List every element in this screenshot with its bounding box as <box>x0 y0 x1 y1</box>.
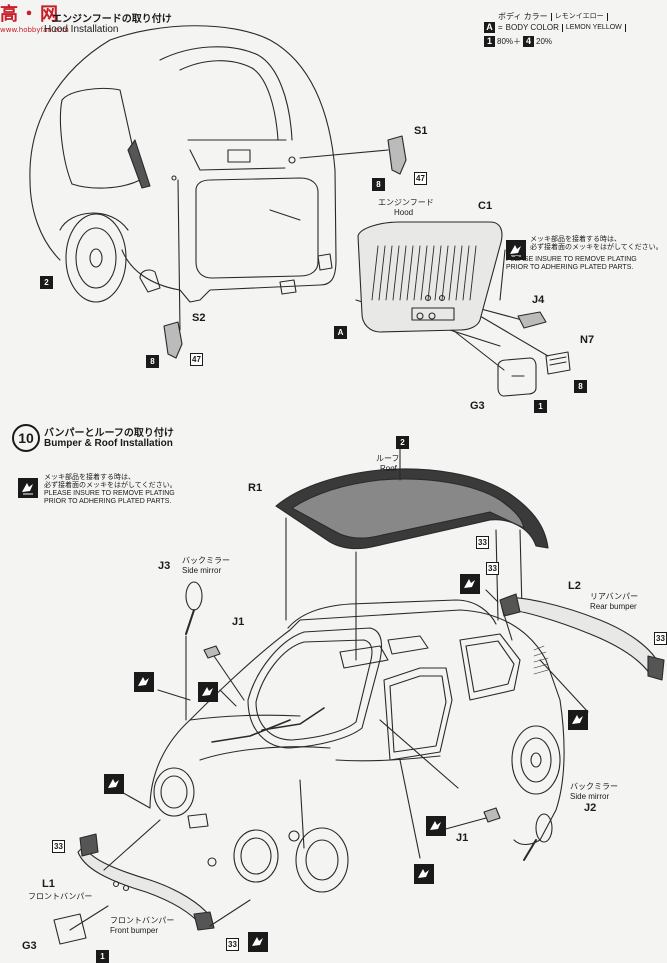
part-number-33e: 33 <box>226 938 239 951</box>
mirror-label-en-b: Side mirror <box>570 792 610 801</box>
hood-label-jp: エンジンフード <box>378 198 434 207</box>
rear-car-illustration <box>29 25 337 303</box>
section10-title-jp: バンパーとルーフの取り付け <box>44 428 174 439</box>
rear-bumper-en: Rear bumper <box>590 602 637 611</box>
section9-title-jp: エンジンフードの取り付け <box>52 14 172 25</box>
plating-warning-icon <box>198 682 218 702</box>
plating-warning-icon <box>414 864 434 884</box>
part-label-l1: L1 <box>42 878 55 890</box>
body-color-en: BODY COLOR <box>505 23 559 32</box>
plating-note-10: メッキ部品を接着する時は、 必ず接着面のメッキをはがしてください。 PLEASE… <box>44 474 204 506</box>
part-number-1: 1 <box>534 400 547 413</box>
plating-warning-icon <box>426 816 446 836</box>
part-label-s1: S1 <box>414 125 428 137</box>
plating-note-en1: PLEASE INSURE TO REMOVE PLATING <box>44 490 175 497</box>
mix-b-box: 4 <box>523 36 535 47</box>
front-bumper-en: Front bumper <box>110 926 159 935</box>
mix-a-box: 1 <box>484 36 495 47</box>
plating-warning-icon <box>460 574 480 594</box>
part-label-j1a: J1 <box>232 616 245 628</box>
part-label-j3: J3 <box>158 560 171 572</box>
plating-warning-icon <box>248 932 268 952</box>
part-label-c1: C1 <box>478 200 493 212</box>
part-label-g3: G3 <box>470 400 485 412</box>
step-number-10: 10 <box>12 424 40 452</box>
roof-label-en: Roof <box>380 464 397 473</box>
part-label-j4: J4 <box>532 294 545 306</box>
watermark-url: www.hobbyfan.com <box>0 26 69 34</box>
mix-a-text: 80%＋ <box>497 37 522 46</box>
plating-note-jp1: メッキ部品を接着する時は、 <box>530 236 621 243</box>
plating-note-9: メッキ部品を接着する時は、 必ず接着面のメッキをはがしてください。 <box>530 236 664 252</box>
part-number-2-roof: 2 <box>396 436 409 449</box>
plating-note-jp2: 必ず接着面のメッキをはがしてください。 <box>44 482 177 489</box>
part-label-n7: N7 <box>580 334 595 346</box>
part-number-8a: 8 <box>372 178 385 191</box>
watermark-text: 高・网 <box>0 4 60 25</box>
part-number-8c: 8 <box>574 380 587 393</box>
color-name-en: LEMON YELLOW <box>561 23 626 32</box>
section10-title-en: Bumper & Roof Installation <box>44 438 173 449</box>
part-number-47b: 47 <box>190 353 203 366</box>
part-number-2: 2 <box>40 276 53 289</box>
section9-title-en: Hood Installation <box>44 24 119 35</box>
mirror-label-en-a: Side mirror <box>182 566 222 575</box>
part-number-1-10: 1 <box>96 950 109 963</box>
part-number-a: A <box>334 326 347 339</box>
front-bumper-jp-b: フロントバンパー <box>110 916 175 925</box>
roof-label-jp: ルーフ <box>376 454 400 463</box>
part-number-47a: 47 <box>414 172 427 185</box>
mirror-j2-drawing <box>523 813 553 861</box>
plating-warning-icon <box>568 710 588 730</box>
part-label-j1b: J1 <box>456 832 469 844</box>
hood-label-en: Hood <box>394 208 414 217</box>
plating-note-jp1: メッキ部品を接着する時は、 <box>44 474 135 481</box>
plating-note-en2: PRIOR TO ADHERING PLATED PARTS. <box>44 498 172 505</box>
plating-warning-icon <box>104 774 124 794</box>
part-number-33c: 33 <box>654 632 667 645</box>
roof-part-drawing <box>275 468 549 550</box>
plating-warning-icon <box>18 478 38 498</box>
part-label-g3-10: G3 <box>22 940 37 952</box>
color-spec: ボディ カラー レモンイエロー A = BODY COLOR LEMON YEL… <box>484 12 664 47</box>
watermark-logo: 高・网 www.hobbyfan.com <box>0 0 69 34</box>
mirror-label-jp-b: バックミラー <box>570 782 618 791</box>
rear-bumper-jp: リアバンパー <box>590 592 639 601</box>
part-number-8b: 8 <box>146 355 159 368</box>
main-car-illustration <box>149 599 565 893</box>
part-label-s2: S2 <box>192 312 206 324</box>
part-label-r1: R1 <box>248 482 263 494</box>
plating-warning-icon <box>506 240 526 260</box>
plating-note-en2: PRIOR TO ADHERING PLATED PARTS. <box>506 264 634 271</box>
color-name-jp: レモンイエロー <box>550 12 608 21</box>
mirror-label-jp-a: バックミラー <box>182 556 230 565</box>
color-code-box: A <box>484 22 495 33</box>
mirror-j3-drawing <box>185 581 203 635</box>
part-number-33b: 33 <box>486 562 499 575</box>
hood-part-drawing <box>357 221 503 333</box>
plating-note-9-en: PLEASE INSURE TO REMOVE PLATING PRIOR TO… <box>506 256 666 272</box>
part-number-33a: 33 <box>476 536 489 549</box>
part-number-33d: 33 <box>52 840 65 853</box>
plating-warning-icon <box>134 672 154 692</box>
part-label-j2: J2 <box>584 802 597 814</box>
color-eq: = <box>498 23 503 32</box>
plating-note-en1: PLEASE INSURE TO REMOVE PLATING <box>506 256 637 263</box>
part-label-l2: L2 <box>568 580 581 592</box>
body-color-jp: ボディ カラー <box>498 12 548 21</box>
front-bumper-jp-a: フロントバンパー <box>28 892 93 901</box>
mix-b-text: 20% <box>536 37 553 46</box>
plating-note-jp2: 必ず接着面のメッキをはがしてください。 <box>530 244 663 251</box>
